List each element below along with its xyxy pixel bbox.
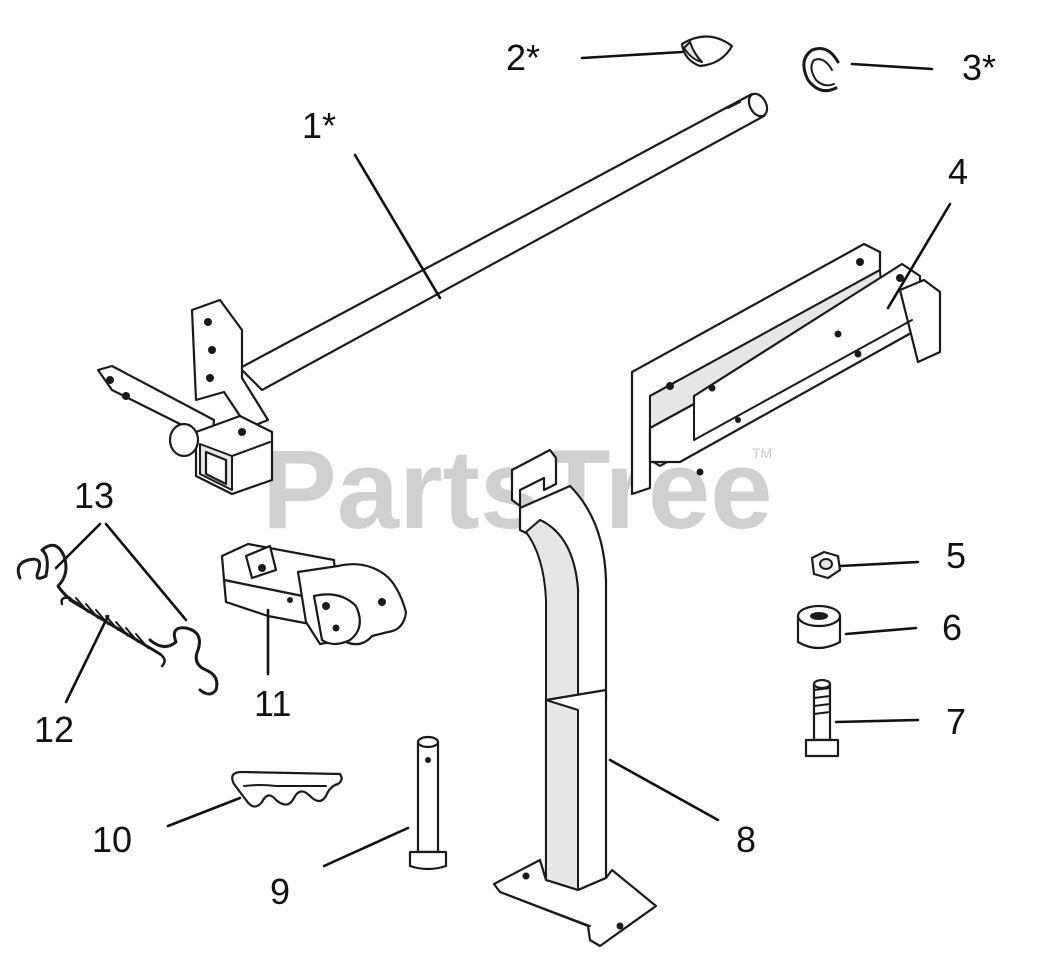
part-8-stand-leg <box>492 448 658 948</box>
leader-6 <box>844 626 918 636</box>
leader-13a <box>54 522 102 570</box>
part-1-shaft-assembly <box>96 92 769 496</box>
part-7-bolt <box>804 678 840 758</box>
part-12-spring <box>60 596 166 668</box>
callout-1: 1* <box>302 105 336 146</box>
part-9-pin <box>408 735 448 871</box>
part-6-spacer <box>796 604 842 650</box>
leader-2 <box>580 50 684 60</box>
part-10-hairpin-clip <box>231 770 343 808</box>
callout-13: 13 <box>74 475 114 516</box>
leader-10 <box>166 796 242 828</box>
leader-1 <box>353 153 442 300</box>
callout-3: 3* <box>962 47 996 88</box>
watermark-trademark: TM <box>752 445 772 461</box>
leader-3 <box>850 62 934 71</box>
callout-12: 12 <box>34 709 74 750</box>
callout-9: 9 <box>270 871 290 912</box>
part-13-spring-hooks <box>16 543 219 696</box>
leader-13b <box>104 522 188 622</box>
callout-5: 5 <box>946 535 966 576</box>
part-11-pivot-bracket <box>220 542 408 646</box>
part-4-channel-bracket <box>630 242 942 496</box>
callout-7: 7 <box>946 701 966 742</box>
callout-11: 11 <box>254 683 291 724</box>
leader-4 <box>886 202 952 310</box>
leader-8 <box>608 758 720 822</box>
leader-5 <box>838 560 920 568</box>
leader-7 <box>834 718 920 724</box>
leader-9 <box>322 826 410 868</box>
part-2-key <box>680 35 734 68</box>
callout-4: 4 <box>948 151 968 192</box>
part-3-retaining-ring <box>802 47 840 93</box>
leader-lines <box>54 50 952 868</box>
callout-2: 2* <box>506 37 540 78</box>
callout-6: 6 <box>942 607 962 648</box>
callout-10: 10 <box>92 819 132 860</box>
leader-12 <box>64 614 110 704</box>
callout-8: 8 <box>736 819 756 860</box>
callout-labels: 1* 2* 3* 4 5 6 7 8 9 10 11 12 13 <box>34 37 996 912</box>
part-5-nut <box>810 550 842 580</box>
